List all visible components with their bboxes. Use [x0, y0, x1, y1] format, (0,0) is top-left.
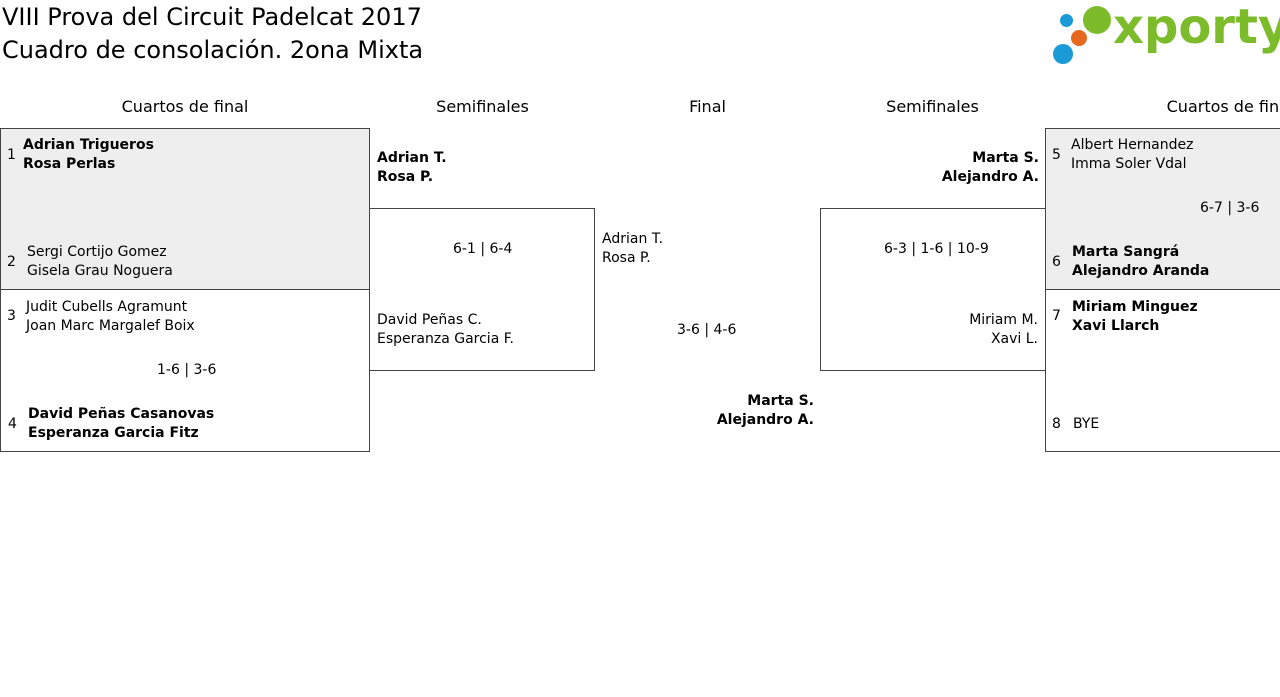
player-name: Marta Sangrá — [1072, 244, 1180, 260]
round-header-semis-right: Semifinales — [886, 97, 979, 116]
logo-dot-orange — [1071, 30, 1087, 46]
round-header-semis-left: Semifinales — [436, 97, 529, 116]
player-name: Xavi L. — [990, 331, 1038, 347]
round-header-final: Final — [689, 97, 726, 116]
logo-text: xporty — [1113, 0, 1280, 55]
team-pair: Miriam M. Xavi L. — [900, 311, 1038, 349]
team-pair: Miriam Minguez Xavi Llarch — [1072, 298, 1198, 336]
player-name: Sergi Cortijo Gomez — [27, 244, 167, 260]
player-name: Esperanza Garcia F. — [377, 331, 514, 347]
player-name: Albert Hernandez — [1071, 137, 1194, 153]
xporty-logo: xporty — [1050, 0, 1280, 66]
match-score: 3-6 | 4-6 — [677, 322, 737, 338]
player-name: Adrian Trigueros — [23, 137, 154, 153]
match-score: 6-3 | 1-6 | 10-9 — [884, 241, 989, 257]
player-name: Alejandro Aranda — [1072, 263, 1210, 279]
quarterfinal-match-1 — [0, 128, 370, 290]
page-subtitle: Cuadro de consolación. 2ona Mixta — [2, 36, 424, 64]
seed-number: 1 — [7, 147, 16, 163]
seed-number: 6 — [1052, 254, 1061, 270]
player-name: Alejandro A. — [941, 169, 1039, 185]
player-name: Miriam M. — [969, 312, 1038, 328]
round-header-quarters-right: Cuartos de final — [1166, 97, 1280, 116]
team-pair: Adrian Trigueros Rosa Perlas — [23, 136, 154, 174]
team-pair: Marta S. Alejandro A. — [900, 149, 1039, 187]
seed-number: 8 — [1052, 416, 1061, 432]
player-name: Esperanza Garcia Fitz — [28, 425, 199, 441]
player-name: Rosa P. — [602, 250, 651, 266]
team-pair: Albert Hernandez Imma Soler Vdal — [1071, 136, 1194, 174]
player-name: Miriam Minguez — [1072, 299, 1198, 315]
player-name: Judit Cubells Agramunt — [26, 299, 188, 315]
match-score: 6-1 | 6-4 — [453, 241, 513, 257]
quarterfinal-match-4 — [1045, 289, 1280, 452]
seed-number: 4 — [8, 416, 17, 432]
team-pair: Marta Sangrá Alejandro Aranda — [1072, 243, 1209, 281]
team-pair: Adrian T. Rosa P. — [602, 230, 663, 268]
team-pair: Judit Cubells Agramunt Joan Marc Margale… — [26, 298, 195, 336]
logo-dot-blue — [1053, 44, 1073, 64]
team-pair: Adrian T. Rosa P. — [377, 149, 447, 187]
seed-number: 5 — [1052, 147, 1061, 163]
round-header-quarters-left: Cuartos de final — [121, 97, 249, 116]
player-name: Adrian T. — [377, 150, 447, 166]
player-name: Rosa Perlas — [23, 156, 116, 172]
match-score: 1-6 | 3-6 — [157, 362, 217, 378]
page-title: VIII Prova del Circuit Padelcat 2017 — [2, 3, 422, 31]
semifinal-match-left — [369, 208, 595, 371]
seed-number: 7 — [1052, 308, 1061, 324]
player-name: David Peñas C. — [377, 312, 482, 328]
player-name: Joan Marc Margalef Boix — [26, 318, 195, 334]
player-name: Rosa P. — [377, 169, 434, 185]
seed-number: 3 — [7, 308, 16, 324]
logo-dot-blue-small — [1060, 14, 1073, 27]
logo-dot-green — [1083, 6, 1111, 34]
player-name: Xavi Llarch — [1072, 318, 1160, 334]
player-name: BYE — [1073, 416, 1100, 432]
player-name: David Peñas Casanovas — [28, 406, 215, 422]
team-pair: David Peñas C. Esperanza Garcia F. — [377, 311, 514, 349]
player-name: Marta S. — [747, 393, 814, 409]
team-pair: Sergi Cortijo Gomez Gisela Grau Noguera — [27, 243, 173, 281]
player-name: Imma Soler Vdal — [1071, 156, 1187, 172]
player-name: Adrian T. — [602, 231, 664, 247]
player-name: Marta S. — [972, 150, 1039, 166]
team-pair: David Peñas Casanovas Esperanza Garcia F… — [28, 405, 214, 443]
player-name: Alejandro A. — [716, 412, 814, 428]
player-name: Gisela Grau Noguera — [27, 263, 173, 279]
seed-number: 2 — [7, 254, 16, 270]
team-pair: BYE — [1073, 415, 1099, 434]
team-pair: Marta S. Alejandro A. — [700, 392, 814, 430]
quarterfinal-match-3 — [1045, 128, 1280, 290]
match-score: 6-7 | 3-6 — [1200, 200, 1260, 216]
